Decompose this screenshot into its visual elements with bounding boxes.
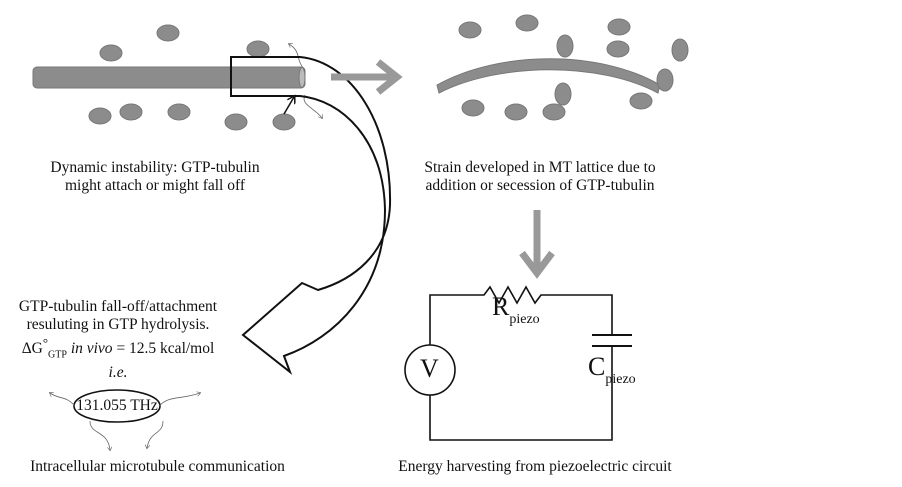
voltage-source	[404, 344, 456, 396]
signal-arrow	[147, 420, 164, 448]
caption-communication: Intracellular microtubule communication	[30, 458, 285, 475]
tubulin-dimers-right	[458, 14, 689, 121]
resistor-label: Rpiezo	[492, 292, 540, 328]
delta-g-line: ΔG°GTP in vivo = 12.5 kcal/mol	[0, 334, 236, 364]
transition-arrow-down	[519, 210, 555, 279]
curved-process-arrow	[230, 56, 392, 375]
transition-arrow-right	[331, 59, 403, 95]
caption-dynamic-instability: Dynamic instability: GTP-tubulin might a…	[20, 159, 290, 195]
delta-g-symbol: ΔG	[21, 340, 43, 358]
signal-arrow	[158, 393, 200, 407]
frequency-ellipse	[73, 389, 161, 423]
c-subscript: piezo	[605, 372, 636, 387]
r-subscript: piezo	[509, 312, 540, 327]
capacitor-label: Cpiezo	[588, 352, 636, 388]
strained-microtubule	[436, 58, 661, 94]
caption-strain: Strain developed in MT lattice due to ad…	[390, 159, 690, 195]
signal-arrow	[89, 420, 110, 450]
delta-g-value: = 12.5 kcal/mol	[116, 340, 215, 358]
degree: °	[42, 335, 49, 350]
r-symbol: R	[492, 292, 510, 321]
ie-text: i.e.	[108, 364, 128, 382]
caption-line: might attach or might fall off	[64, 177, 246, 194]
frequency-label: 131.055 THz	[76, 397, 158, 414]
attach-arrow	[283, 97, 294, 115]
caption-line: Dynamic instability: GTP-tubulin	[50, 159, 260, 176]
caption-line: addition or secession of GTP-tubulin	[425, 177, 655, 194]
tubulin-dimers-left	[88, 24, 296, 131]
voltage-label: V	[420, 354, 439, 383]
caption-hydrolysis: GTP-tubulin fall-off/attachment resuluti…	[0, 298, 236, 382]
signal-arrow	[50, 393, 76, 407]
caption-line: resuluting in GTP hydrolysis.	[26, 316, 210, 333]
microtubule-rod	[32, 66, 306, 89]
c-symbol: C	[588, 352, 606, 381]
caption-energy-harvesting: Energy harvesting from piezoelectric cir…	[398, 458, 672, 475]
in-vivo: in vivo	[70, 340, 113, 358]
piezo-circuit	[404, 285, 632, 441]
caption-line: Strain developed in MT lattice due to	[424, 159, 656, 176]
gtp-subscript: GTP	[48, 349, 67, 361]
caption-line: GTP-tubulin fall-off/attachment	[18, 298, 218, 315]
